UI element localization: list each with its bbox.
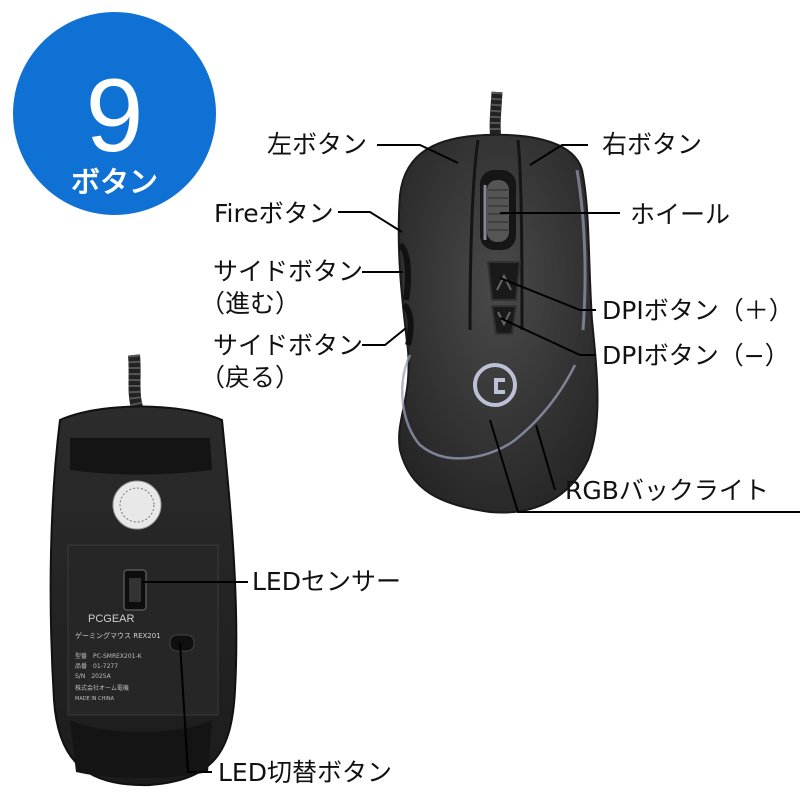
label-led-switch: LED切替ボタン (218, 758, 392, 787)
label-led-sensor: LEDセンサー (252, 567, 401, 596)
label-line1: 型番 PC-SMREX201-K (75, 652, 143, 660)
top-rgb-edge (575, 169, 587, 331)
label-rgb-backlight: RGBバックライト (565, 476, 769, 505)
dpi-button-plus (486, 261, 522, 301)
badge-word: ボタン (70, 165, 158, 199)
bottom-cable (128, 354, 144, 413)
led-switch-button (169, 634, 195, 652)
button-split-left (468, 139, 480, 331)
label-wheel: ホイール (630, 200, 731, 229)
label-fire-button: Fireボタン (214, 199, 334, 228)
label-product: ゲーミングマウス REX201 (75, 631, 161, 640)
bottom-skate (70, 720, 212, 778)
label-side-forward-1: サイドボタン (213, 257, 364, 286)
mouse-top-view (397, 91, 599, 514)
leader-led-switch (179, 642, 212, 773)
label-side-back-1: サイドボタン (213, 331, 364, 360)
leader-rgb-2 (535, 424, 556, 491)
leader-lines (143, 144, 800, 773)
scroll-wheel (487, 180, 509, 242)
button-split-right (516, 139, 524, 331)
label-line3: S/N 2025A (75, 673, 112, 680)
label-right-button: 右ボタン (602, 130, 703, 159)
leader-right-button (529, 144, 588, 166)
top-skate (70, 438, 212, 475)
label-side-back-2: （戻る） (200, 363, 301, 392)
label-line2: 品番 01-7277 (75, 663, 118, 670)
label-brand: PCGEAR (88, 613, 135, 625)
label-line5: MADE IN CHINA (75, 696, 115, 702)
leader-fire-button (338, 211, 403, 233)
button-count-badge: 9 ボタン (13, 12, 216, 215)
side-button-back (401, 302, 414, 346)
leader-rgb-1 (489, 419, 800, 513)
mouse-bottom-view: PCGEAR ゲーミングマウス REX201 型番 PC-SMREX201-K … (49, 354, 238, 787)
top-rgb-strip (401, 354, 577, 460)
top-cable-braid (489, 91, 503, 141)
badge-number: 9 (85, 58, 144, 174)
leader-left-button (377, 144, 459, 164)
label-dpi-minus: DPIボタン（−） (602, 341, 790, 370)
leader-dpi-minus (499, 317, 596, 356)
label-line4: 株式会社オーム電機 (75, 684, 129, 692)
logo-g-icon (473, 363, 517, 407)
leader-dpi-plus (499, 277, 596, 311)
label-side-forward-2: （進む） (200, 289, 301, 318)
side-button-forward (397, 242, 411, 301)
label-dpi-plus: DPIボタン（＋） (602, 296, 794, 325)
label-left-button: 左ボタン (267, 130, 368, 159)
leader-side-back (362, 327, 407, 346)
